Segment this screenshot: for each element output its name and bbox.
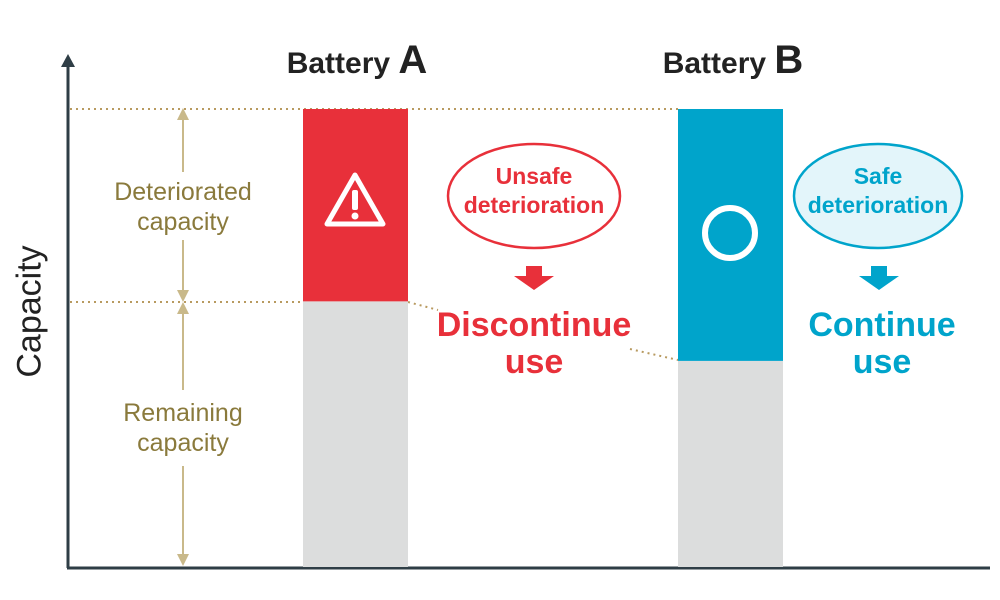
- remaining-capacity-label: Remaining capacity: [123, 399, 243, 457]
- y-axis-arrowhead: [61, 54, 75, 67]
- unsafe-bubble: [446, 142, 622, 250]
- deteriorated-capacity-label: Deteriorated capacity: [114, 178, 252, 236]
- remaining-range-arrow: [177, 302, 189, 566]
- slope-dotted-line: [407, 301, 439, 311]
- battery-a-title: Battery A: [286, 38, 428, 82]
- battery-b-deteriorated-bar: [678, 109, 783, 361]
- unsafe-deterioration-text: Unsafe deterioration: [463, 163, 605, 218]
- battery-a-down-arrow-icon: [514, 266, 554, 290]
- discontinue-use-text: Discontinue use: [436, 306, 632, 381]
- warning-triangle-icon: [324, 172, 386, 227]
- y-axis-label: Capacity: [10, 245, 49, 378]
- battery-b-remaining-bar: [678, 360, 783, 567]
- safe-deterioration-text: Safe deterioration: [807, 163, 949, 218]
- battery-b-title: Battery B: [662, 38, 804, 82]
- safe-bubble: [792, 142, 964, 250]
- continue-use-text: Continue use: [808, 306, 956, 381]
- deteriorated-range-arrow: [177, 108, 189, 302]
- battery-a-remaining-bar: [303, 301, 408, 567]
- battery-b-down-arrow-icon: [859, 266, 899, 290]
- circle-ok-icon: [702, 205, 758, 261]
- slope-dotted-line-2: [629, 348, 679, 361]
